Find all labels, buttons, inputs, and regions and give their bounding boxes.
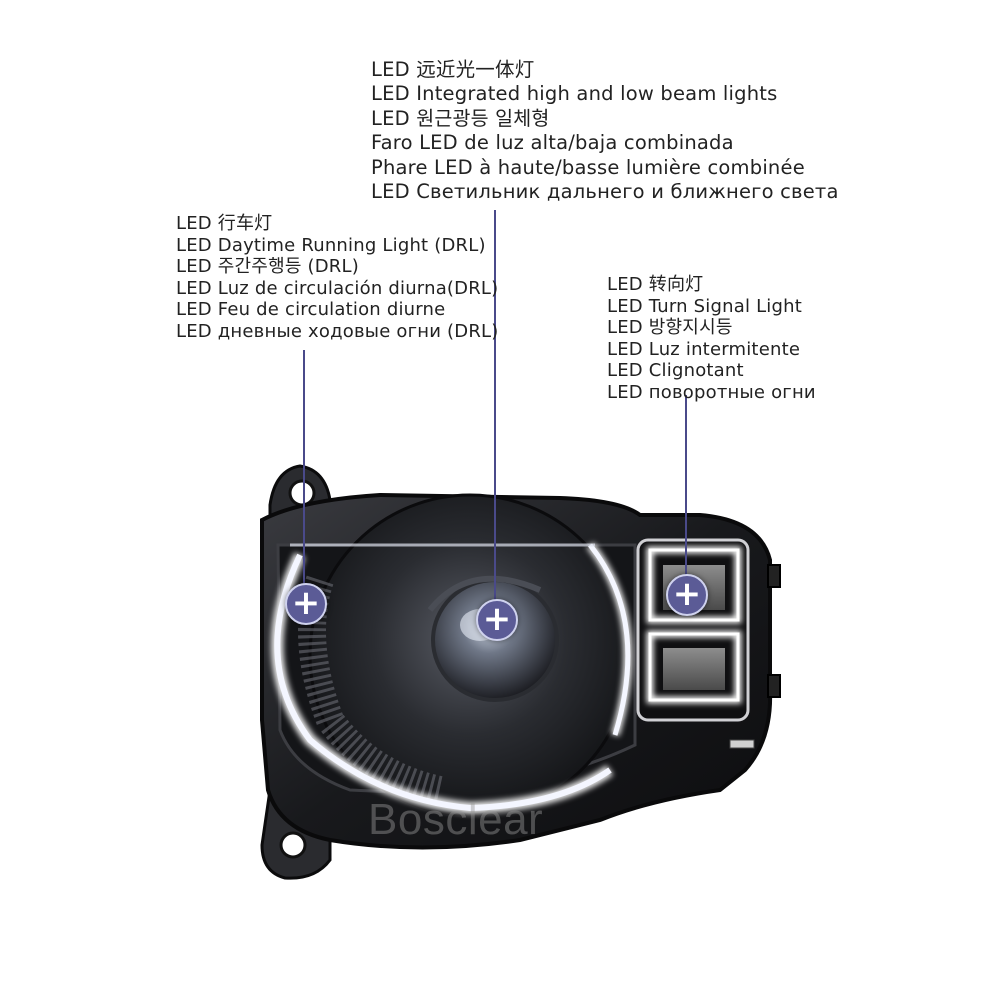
callout-line: LED Turn Signal Light — [607, 295, 803, 317]
drl-hotspot-plus-icon[interactable]: + — [285, 583, 327, 625]
callout-line: LED дневные ходовые огни (DRL) — [176, 320, 499, 342]
turn-signal-module — [636, 538, 750, 722]
callout-line: LED Daytime Running Light (DRL) — [176, 234, 486, 256]
turn-signal-hotspot-plus-icon[interactable]: + — [666, 574, 708, 616]
callout-line: LED Светильник дальнего и ближнего света — [371, 180, 839, 204]
callout-line: LED Luz intermitente — [607, 338, 801, 360]
leader-lines — [303, 210, 687, 600]
callout-line: LED Clignotant — [607, 360, 744, 381]
callout-line: LED 방향지시등 — [607, 317, 733, 338]
main-lens — [298, 493, 632, 817]
brand-watermark: Bosclear — [368, 795, 544, 844]
callout-line: LED Feu de circulation diurne — [176, 299, 446, 320]
callout-line: LED поворотные огни — [607, 381, 816, 403]
callout-high-low-beam: LED 远近光一体灯 LED Integrated high and low b… — [371, 58, 839, 204]
callout-line: LED Luz de circulación diurna(DRL) — [176, 277, 499, 299]
callout-line: Faro LED de luz alta/baja combinada — [371, 131, 734, 155]
callout-turn-signal: LED 转向灯 LED Turn Signal Light LED 방향지시등 … — [607, 274, 816, 403]
callout-line: LED Integrated high and low beam lights — [371, 82, 778, 106]
callout-line: LED 远近光一体灯 — [371, 58, 535, 81]
callout-drl: LED 行车灯 LED Daytime Running Light (DRL) … — [176, 213, 499, 342]
callout-line: LED 行车灯 — [176, 213, 273, 234]
callout-line: Phare LED à haute/basse lumière combinée — [371, 155, 805, 179]
drl-ring — [271, 542, 633, 815]
callout-line: LED 转向灯 — [607, 274, 704, 295]
high-low-beam-hotspot-plus-icon[interactable]: + — [476, 599, 518, 641]
callout-line: LED 원근광등 일체형 — [371, 106, 550, 130]
callout-line: LED 주간주행등 (DRL) — [176, 256, 359, 277]
